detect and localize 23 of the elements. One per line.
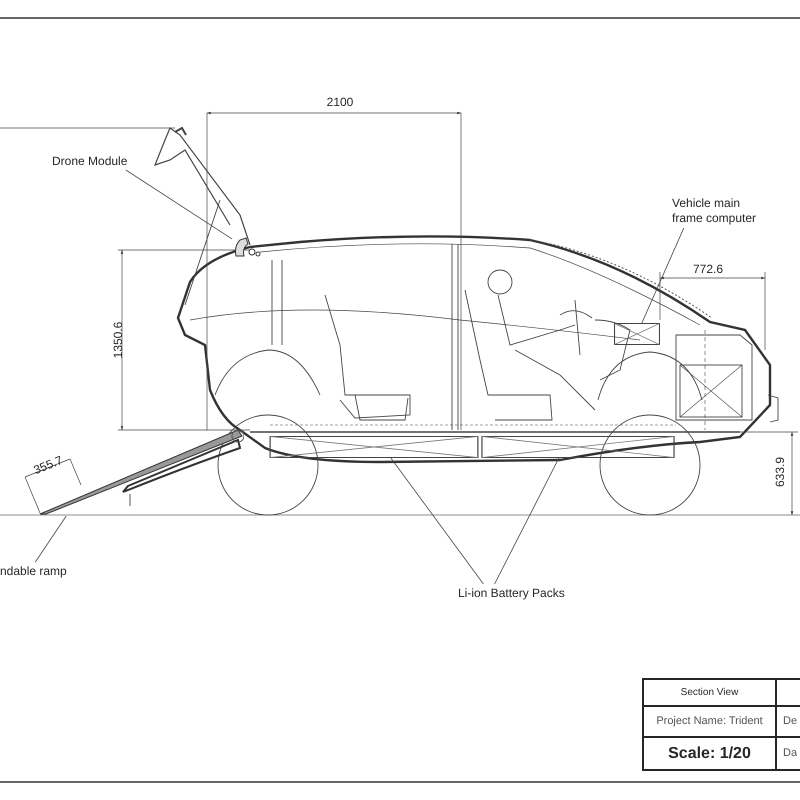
title-block-cell: Scale: 1/20 xyxy=(644,738,777,769)
title-block-cell: De xyxy=(777,707,800,738)
leader-line xyxy=(641,228,684,324)
component-box xyxy=(268,436,480,458)
leader-line xyxy=(494,458,560,584)
title-block-cell-text: Da xyxy=(782,746,798,762)
dimension-value: 2100 xyxy=(326,95,354,109)
component-box xyxy=(614,323,660,345)
callout-label: Li-ion Battery Packs xyxy=(458,584,594,602)
leader-line xyxy=(125,170,232,240)
dimension-value: 772.6 xyxy=(692,262,724,276)
title-block-cell: Project Name: Trident xyxy=(644,707,777,738)
callout-label: Drone Module xyxy=(52,152,156,170)
leader-line xyxy=(390,458,484,584)
dimension-value: 1350.6 xyxy=(111,320,125,360)
callout-label: ndable ramp xyxy=(0,562,70,578)
callout-label: Vehicle main frame computer xyxy=(672,196,772,228)
title-block-cell: Section View xyxy=(644,680,777,707)
leader-line xyxy=(34,516,67,562)
dimension-value: 633.9 xyxy=(773,456,787,490)
dimension-value: 355.7 xyxy=(30,452,66,479)
drone-module-drawing xyxy=(232,236,262,258)
component-box xyxy=(480,436,676,458)
